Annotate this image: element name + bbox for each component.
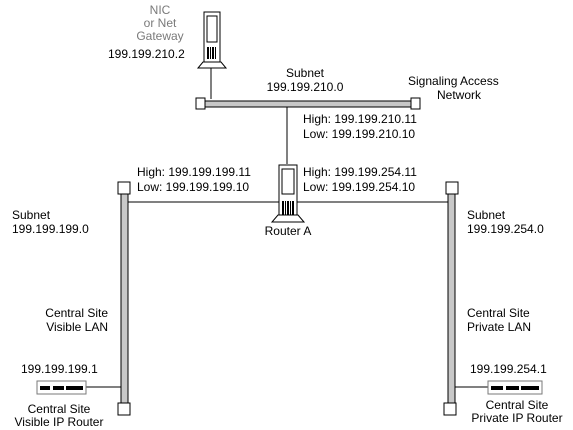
gateway-name-line2: or Net [143, 16, 177, 30]
subnet-199-bus [117, 181, 131, 416]
bus-terminator [410, 97, 421, 110]
router-a-254-low: Low: 199.199.254.10 [303, 180, 416, 194]
private-router-ip: 199.199.254.1 [470, 362, 547, 376]
router-a-210-low: Low: 199.199.210.10 [303, 127, 416, 141]
signaling-network-line2: Network [437, 88, 482, 102]
visible-router-ip: 199.199.199.1 [21, 362, 98, 376]
router-a-254-high: High: 199.199.254.11 [303, 165, 417, 179]
visible-router-line1: Central Site [27, 402, 91, 416]
gateway-ip: 199.199.210.2 [108, 47, 185, 61]
router-a-199-high: High: 199.199.199.11 [137, 165, 251, 179]
signaling-network-line1: Signaling Access [408, 74, 499, 88]
bus-terminator [117, 181, 131, 195]
gateway-name-line1: NIC [149, 3, 171, 17]
subnet-210-address: 199.199.210.0 [266, 80, 344, 94]
private-lan-line2: Private LAN [467, 320, 532, 334]
nic-gateway-tower-icon [196, 11, 228, 69]
private-router-line1: Central Site [485, 398, 549, 412]
router-a-name: Router A [264, 224, 312, 238]
gateway-name-line3: Gateway [136, 29, 184, 43]
subnet-199-address: 199.199.199.0 [12, 222, 89, 236]
bus-terminator [443, 402, 457, 416]
visible-lan-line2: Visible LAN [46, 320, 108, 334]
subnet-254-address: 199.199.254.0 [467, 222, 544, 236]
router-a-tower-icon [270, 164, 306, 223]
bus-terminator [195, 97, 206, 110]
visible-router-line2: Visible IP Router [14, 415, 104, 429]
subnet-254-bus [443, 181, 459, 416]
subnet-199-label: Subnet [12, 208, 51, 222]
bus-terminator [445, 181, 459, 195]
subnet-210-bus [195, 97, 421, 110]
subnet-210-label: Subnet [285, 66, 325, 80]
visible-lan-line1: Central Site [45, 306, 108, 320]
router-a-210-high: High: 199.199.210.11 [303, 112, 417, 126]
private-router-line2: Private IP Router [471, 411, 563, 425]
private-router-rack-icon [455, 380, 543, 395]
subnet-254-label: Subnet [467, 208, 506, 222]
bus-terminator [117, 402, 131, 416]
router-a-199-low: Low: 199.199.199.10 [137, 180, 250, 194]
private-lan-line1: Central Site [467, 306, 530, 320]
visible-router-rack-icon [36, 380, 121, 395]
